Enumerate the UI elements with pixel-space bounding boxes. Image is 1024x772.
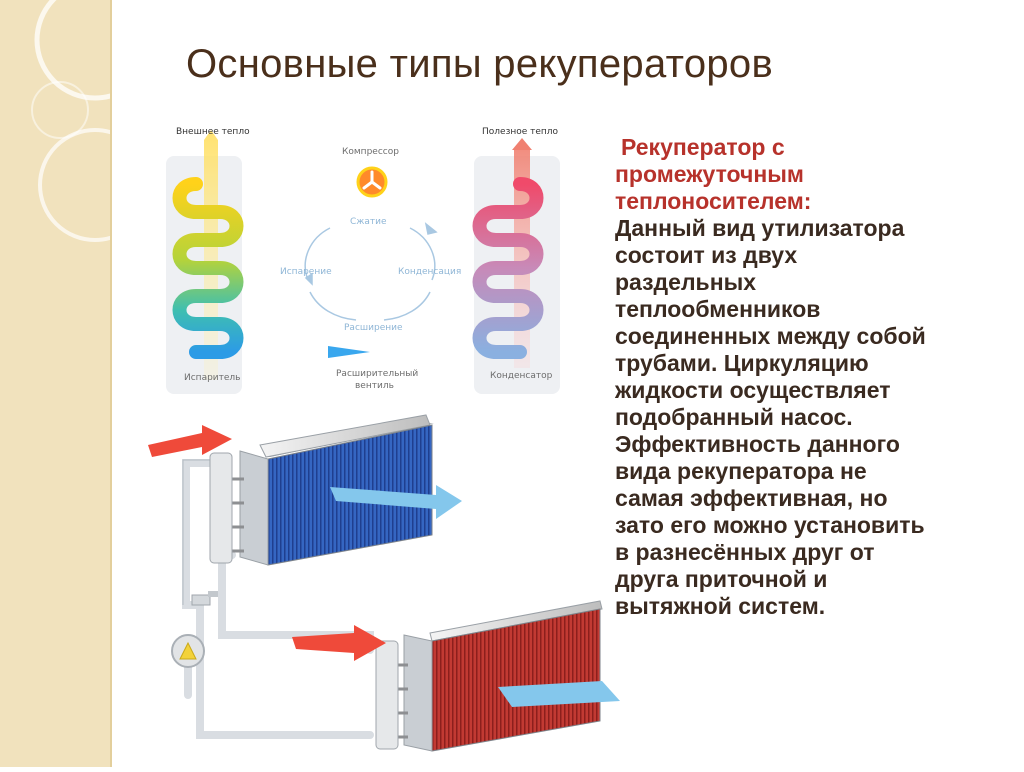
condensation-label: Конденсация	[398, 267, 461, 277]
body-line: в разнесённых друг от	[615, 539, 1015, 566]
decorative-side-strip	[0, 0, 112, 767]
heading-line: промежуточным	[615, 161, 1015, 188]
description-text-block: Рекуператор с промежуточным теплоносител…	[615, 134, 1015, 620]
lower-red-arrow	[292, 625, 386, 661]
expansion-label: Расширение	[344, 323, 403, 333]
body-line: подобранный насос.	[615, 404, 1015, 431]
upper-heat-exchanger	[210, 415, 434, 565]
evaporation-label: Испарение	[280, 267, 332, 277]
external-heat-arrow	[204, 140, 218, 380]
useful-heat-label: Полезное тепло	[482, 127, 559, 137]
body-line: состоит из двух	[615, 242, 1015, 269]
valve-icon	[192, 591, 218, 605]
evaporator-label: Испаритель	[184, 373, 240, 383]
compression-label: Сжатие	[350, 217, 387, 227]
expansion-valve-label-line2: вентиль	[355, 381, 394, 391]
description-body: Данный вид утилизатора состоит из двух р…	[615, 215, 1015, 620]
heading-line: теплоносителем:	[615, 188, 1015, 215]
body-line: самая эффективная, но	[615, 485, 1015, 512]
compressor-label: Компрессор	[342, 147, 399, 157]
external-heat-label: Внешнее тепло	[176, 127, 250, 137]
evaporator-coil	[180, 184, 237, 352]
decorative-circles	[0, 0, 110, 767]
body-line: трубами. Циркуляцию	[615, 350, 1015, 377]
heading-line: Рекуператор с	[615, 134, 1015, 161]
body-line: вида рекуператора не	[615, 458, 1015, 485]
description-heading: Рекуператор с промежуточным теплоносител…	[615, 134, 1015, 215]
body-line: теплообменников	[615, 296, 1015, 323]
body-line: зато его можно установить	[615, 512, 1015, 539]
lower-heat-exchanger	[376, 601, 602, 751]
body-line: Эффективность данного	[615, 431, 1015, 458]
condenser-label: Конденсатор	[490, 371, 553, 381]
expansion-valve-label-line1: Расширительный	[336, 369, 418, 379]
body-line: Данный вид утилизатора	[615, 215, 1015, 242]
body-line: соединенных между собой	[615, 323, 1015, 350]
body-line: жидкости осуществляет	[615, 377, 1015, 404]
body-line: друга приточной и	[615, 566, 1015, 593]
body-line: вытяжной систем.	[615, 593, 1015, 620]
pump-icon	[172, 635, 204, 667]
slide-title: Основные типы рекуператоров	[186, 42, 773, 87]
heat-exchangers-illustration	[140, 405, 620, 755]
condenser-coil	[480, 184, 537, 352]
heat-pump-cycle-diagram: Внешнее тепло Полезное тепло Компрессор …	[160, 120, 580, 400]
body-line: раздельных	[615, 269, 1015, 296]
upper-red-arrow	[148, 425, 232, 457]
compressor-icon	[358, 168, 386, 196]
